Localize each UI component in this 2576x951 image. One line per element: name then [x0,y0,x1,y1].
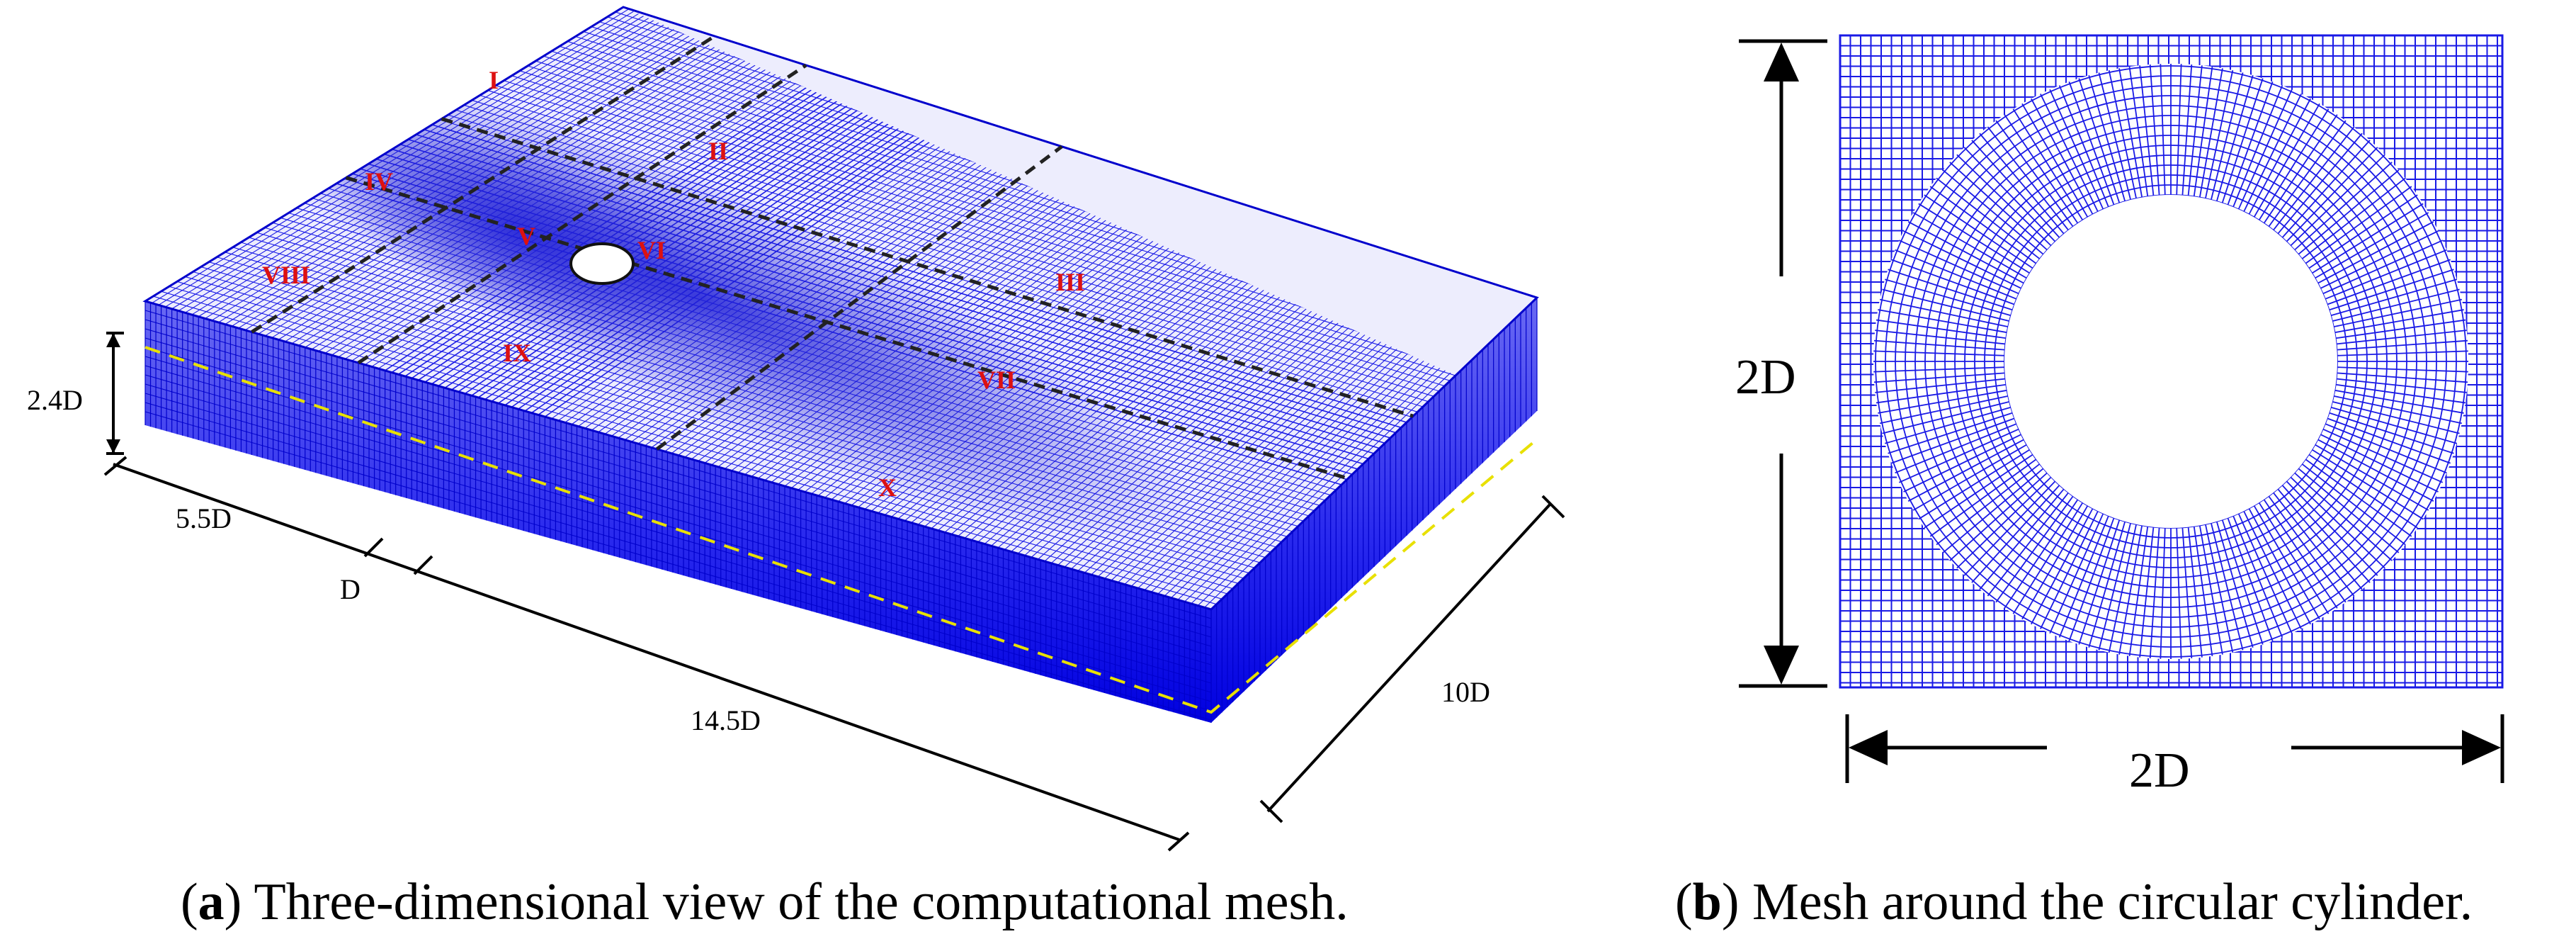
region-label-VII: VII [977,366,1016,394]
block-divider-line [357,63,807,365]
region-label-V: V [517,222,535,250]
cylinder-dense-region [324,121,724,347]
ogrid-ring [1914,105,2427,618]
ogrid-ring [1924,115,2417,608]
dim-label-diameter: D [340,573,361,605]
top-grid-line [153,296,1217,605]
dim-label-height: 2.4D [27,384,83,416]
side-grid-line [144,319,1212,629]
region-label-III: III [1055,268,1085,296]
block-divider-line [441,117,1414,418]
side-grid-line [144,402,1212,711]
top-grid-line [480,94,1440,392]
dim-vertical-arrowheads [1764,43,1799,685]
side-grid-line [144,310,1212,619]
region-label-VI: VI [637,236,666,264]
cylinder-hole [569,242,635,285]
top-grid-line [519,70,1467,366]
cylinder-ogrid-mesh [1873,64,2468,659]
dim-label-vertical: 2D [1735,350,1796,405]
ogrid-ring [1895,85,2447,638]
region-label-IV: IV [365,167,393,196]
top-grid-line [169,286,1228,595]
ogrid-ring [1984,174,2358,548]
top-grid-line [504,80,1456,376]
region-label-X: X [878,473,897,502]
top-grid-line [176,281,1233,590]
region-label-I: I [489,66,499,94]
ogrid-ring [1954,145,2388,578]
region-label-II: II [708,137,728,165]
ogrid-ring [1875,65,2467,658]
block-dividers [251,34,1414,480]
caption-panel-a: (a) Three-dimensional view of the comput… [181,873,1349,931]
ogrid-ring [1964,154,2378,568]
side-face-grid-lines [144,300,1212,723]
top-grid-line [495,85,1451,381]
ogrid-ring [1974,164,2368,558]
dim-label-horizontal: 2D [2129,743,2190,798]
side-grid-line [144,365,1212,675]
side-grid-line [144,383,1212,693]
dim-horizontal-arrowheads [1849,730,2501,765]
dim-label-width: 10D [1441,676,1490,708]
dim-label-downstream: 14.5D [691,704,761,736]
ogrid-ring [1944,135,2398,588]
mid-plane-line [144,346,1538,714]
region-label-VIII: VIII [262,261,310,289]
mesh-top-outline [142,6,1539,611]
side-grid-line [144,328,1212,638]
cylinder-cross-section [2004,195,2337,528]
top-grid-line [161,291,1222,600]
side-grid-line [144,337,1212,647]
top-grid-line [511,75,1461,371]
dimension-arrowheads [106,333,120,454]
block-divider-line [345,176,1349,480]
ogrid-ring [1905,95,2437,628]
dim-horizontal-lines [1845,714,2504,783]
dim-vertical-lines [1739,39,1827,688]
side-grid-line [144,411,1212,721]
caption-panel-b: (b) Mesh around the circular cylinder. [1675,873,2473,931]
ogrid-ring [1994,184,2348,539]
panel-cylinder-mesh: 2D 2D [1735,34,2504,798]
ogrid-ring [1885,75,2457,648]
dim-label-upstream: 5.5D [176,502,232,534]
block-divider-line [655,145,1063,451]
dimension-lines [103,332,1565,852]
side-face-grid-lines-right [1210,298,1538,723]
panel-3d-mesh: I II III IV V VI VII VIII IX X [27,6,1565,852]
side-grid-line [144,393,1212,702]
top-grid-line [487,90,1445,387]
region-label-IX: IX [503,339,531,367]
side-grid-line [144,347,1212,656]
ogrid-ring [1934,125,2407,598]
